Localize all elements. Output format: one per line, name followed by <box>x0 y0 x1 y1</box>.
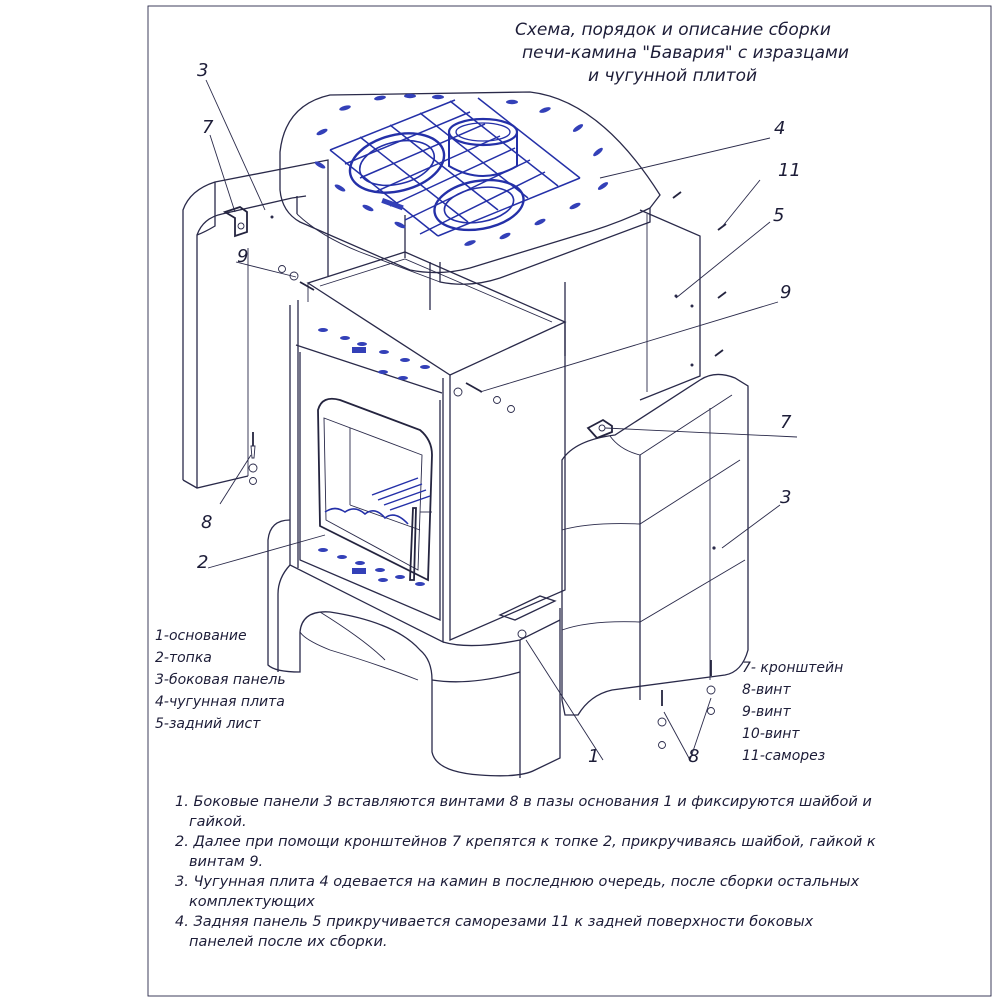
left-side-panel <box>182 159 329 489</box>
firebox <box>278 251 567 644</box>
cast-iron-plate <box>279 91 661 285</box>
callout-firebox: 2 <box>197 552 208 573</box>
title-line-3: и чугунной плитой <box>588 66 757 86</box>
legend-item: 5-задний лист <box>155 716 261 732</box>
legend-item: 10-винт <box>742 726 800 742</box>
title-line-1: Схема, порядок и описание сборки <box>515 20 831 40</box>
note-line: гайкой. <box>189 814 247 830</box>
note-line: 2. Далее при помощи кронштейнов 7 крепят… <box>175 834 876 850</box>
legend-item: 7- кронштейн <box>742 660 843 676</box>
callout-screw-8-right: 8 <box>688 746 699 767</box>
callout-bracket-right: 7 <box>780 412 792 433</box>
note-line: винтам 9. <box>189 854 263 870</box>
callout-screw-8-left: 8 <box>201 512 212 533</box>
right-side-panel <box>561 373 749 749</box>
callout-bracket-left: 7 <box>202 117 214 138</box>
callout-side-panel-right: 3 <box>780 487 791 508</box>
callout-numbers: 3 7 9 8 2 4 11 5 9 7 3 1 8 <box>197 60 801 767</box>
legend-item: 3-боковая панель <box>155 672 286 688</box>
title-line-2: печи-камина "Бавария" с изразцами <box>522 43 849 63</box>
callout-self-tapping-screw: 11 <box>778 160 801 181</box>
callout-back-panel: 5 <box>773 205 784 226</box>
callout-screw-9-right: 9 <box>780 282 791 303</box>
callout-side-panel-left: 3 <box>197 60 208 81</box>
callout-cast-iron-plate: 4 <box>774 118 785 139</box>
base <box>267 519 561 778</box>
callout-base: 1 <box>588 746 599 767</box>
legend-item: 9-винт <box>742 704 791 720</box>
title-block: Схема, порядок и описание сборки печи-ка… <box>515 20 849 86</box>
legend-item: 2-топка <box>155 650 212 666</box>
note-line: панелей после их сборки. <box>189 934 388 950</box>
burner-ring-left <box>348 132 446 194</box>
note-line: 4. Задняя панель 5 прикручивается саморе… <box>175 914 814 930</box>
assembly-notes: 1. Боковые панели 3 вставляются винтами … <box>175 794 876 950</box>
callout-screw-9-left: 9 <box>237 246 248 267</box>
legend-item: 11-саморез <box>742 748 825 764</box>
legend-item: 8-винт <box>742 682 791 698</box>
legend-left: 1-основание 2-топка 3-боковая панель 4-ч… <box>155 628 286 732</box>
leader-lines <box>205 79 798 761</box>
legend-item: 1-основание <box>155 628 247 644</box>
note-line: 1. Боковые панели 3 вставляются винтами … <box>175 794 872 810</box>
note-line: комплектующих <box>189 894 315 910</box>
back-frame <box>327 191 727 401</box>
sheet-border <box>147 5 992 997</box>
burner-ring-right <box>433 178 525 232</box>
legend-right: 7- кронштейн 8-винт 9-винт 10-винт 11-са… <box>742 660 843 764</box>
note-line: 3. Чугунная плита 4 одевается на камин в… <box>175 874 860 890</box>
chimney-pipe <box>447 117 519 177</box>
legend-item: 4-чугунная плита <box>155 694 285 710</box>
